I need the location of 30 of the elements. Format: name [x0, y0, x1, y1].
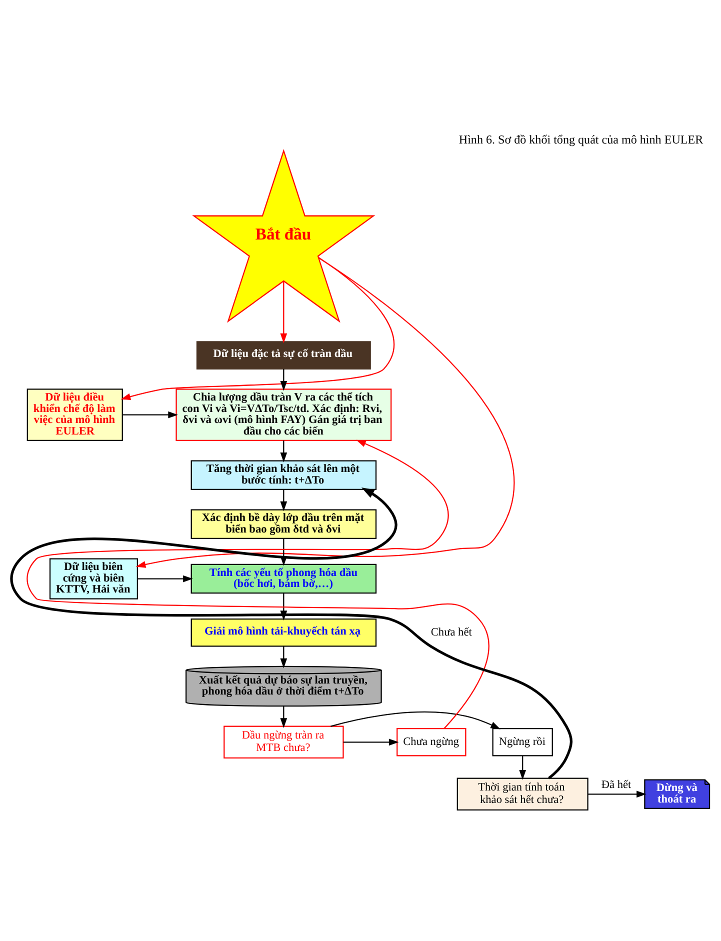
arrow: [27, 440, 490, 729]
arrow: [280, 646, 288, 668]
node-box: Thời gian tính toán khảo sát hết chưa?: [456, 778, 588, 811]
arrow: [280, 368, 288, 391]
node-box: Xác định bề dày lớp dầu trên mặt biển bao gồm δtd và δvi: [190, 509, 377, 540]
arrow: [138, 575, 193, 582]
node-box: Dữ liệu biên cứng và biên KTTV, Hải văn: [49, 558, 138, 600]
caption: Hình 6. Sơ đồ khối tổng quát của mô hình EULER: [458, 132, 704, 147]
node-box: Dữ liệu điều khiển chế độ làm việc của mô hình EULER: [26, 388, 123, 442]
arrow: [122, 411, 178, 418]
node-box: Giải mô hình tải-khuyếch tán xạ: [190, 618, 377, 647]
node-box: Tăng thời gian khảo sát lên một bước tính: t+ΔTo: [190, 460, 377, 490]
node-box: Tính các yếu tố phong hóa dầu (bốc hơi, bám bờ,…): [190, 564, 377, 594]
arrow: [343, 738, 399, 746]
arrow: [280, 281, 288, 344]
edge-label: Đã hết: [601, 779, 632, 792]
arrow: [588, 790, 646, 798]
arrow: [280, 706, 288, 728]
node-box: Chưa ngừng: [396, 728, 466, 756]
arrow: [519, 756, 526, 780]
node-box: Dầu ngừng tràn ra MTB chưa?: [224, 726, 344, 759]
node-box: Chia lượng dầu tràn V ra các thể tích con Vi và Vi=VΔTo/Tsc/td. Xác định: Rvi, δvi và ωvi (mô hình FAY) Gán giá trị ban đầu cho các biến: [176, 388, 392, 442]
node-box: Ngừng rồi: [492, 728, 553, 756]
arrow: [280, 490, 288, 512]
arrow: [280, 440, 288, 462]
node-box: Dữ liệu đặc tả sự cố tràn dầu: [196, 341, 371, 370]
arrow: [10, 488, 572, 780]
edge-label: Chưa hết: [430, 626, 472, 638]
arrow: [330, 712, 500, 730]
arrow: [120, 257, 394, 400]
